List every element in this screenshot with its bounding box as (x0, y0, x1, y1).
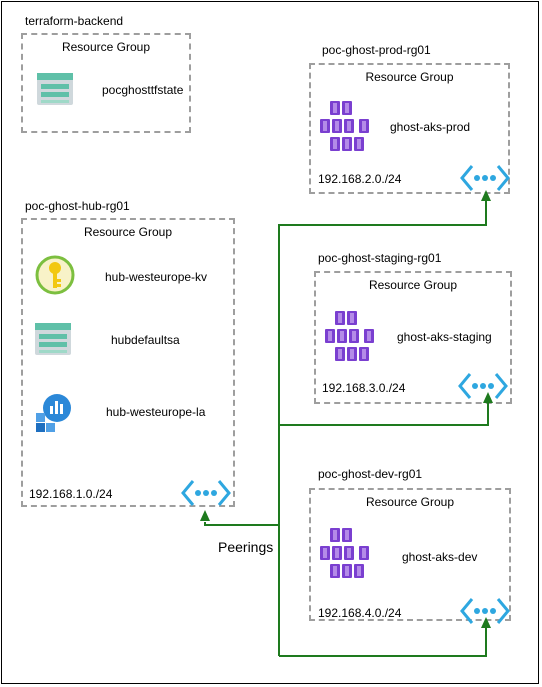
log-analytics-icon (33, 390, 77, 439)
arrowhead-hub (200, 510, 210, 521)
arrowhead-staging (483, 392, 493, 403)
key-vault-icon (35, 255, 75, 300)
resource-name: hub-westeurope-la (106, 405, 206, 419)
vnet-cidr: 192.168.4.0./24 (318, 606, 402, 620)
peering-line-dev (279, 627, 487, 657)
vnet-cidr: 192.168.2.0./24 (318, 172, 402, 186)
resource-group-label: Resource Group (365, 495, 455, 509)
peering-line-prod (278, 200, 487, 656)
storage-account-icon (35, 323, 71, 360)
vnet-icon (460, 596, 510, 631)
vnet-cidr: 192.168.3.0./24 (322, 381, 406, 395)
aks-icon (324, 310, 386, 371)
resource-name: hubdefaultsa (111, 333, 180, 347)
resource-group-label: Resource Group (368, 278, 458, 292)
peering-line-hub (204, 522, 279, 526)
aks-icon (319, 100, 381, 161)
staging-resource-group: Resource Group (314, 271, 512, 404)
hub-resource-group: Resource Group (21, 218, 235, 507)
resource-name: pocghosttfstate (102, 83, 184, 97)
resource-group-label: Resource Group (61, 40, 151, 54)
prod-group-title: poc-ghost-prod-rg01 (322, 43, 431, 57)
vnet-icon (181, 478, 231, 513)
vnet-cidr: 192.168.1.0./24 (29, 487, 113, 501)
backend-group-title: terraform-backend (25, 14, 124, 28)
arrowhead-dev (481, 617, 491, 628)
storage-account-icon (37, 73, 73, 110)
resource-group-label: Resource Group (83, 225, 173, 239)
vnet-icon (458, 371, 508, 406)
resource-name: hub-westeurope-kv (105, 270, 208, 284)
arrowhead-prod (481, 190, 491, 201)
aks-cluster-name: ghost-aks-dev (402, 550, 478, 564)
staging-group-title: poc-ghost-staging-rg01 (318, 251, 442, 265)
dev-resource-group: Resource Group (309, 488, 511, 621)
aks-cluster-name: ghost-aks-prod (390, 120, 471, 134)
prod-resource-group: Resource Group (309, 63, 510, 194)
backend-resource-group: Resource Group (21, 33, 191, 133)
peering-line-staging (279, 402, 489, 426)
hub-group-title: poc-ghost-hub-rg01 (25, 199, 130, 213)
aks-icon (319, 527, 381, 588)
vnet-icon (460, 163, 510, 198)
peerings-label: Peerings (218, 539, 274, 555)
resource-group-label: Resource Group (365, 70, 454, 84)
dev-group-title: poc-ghost-dev-rg01 (318, 467, 423, 481)
aks-cluster-name: ghost-aks-staging (397, 330, 492, 344)
